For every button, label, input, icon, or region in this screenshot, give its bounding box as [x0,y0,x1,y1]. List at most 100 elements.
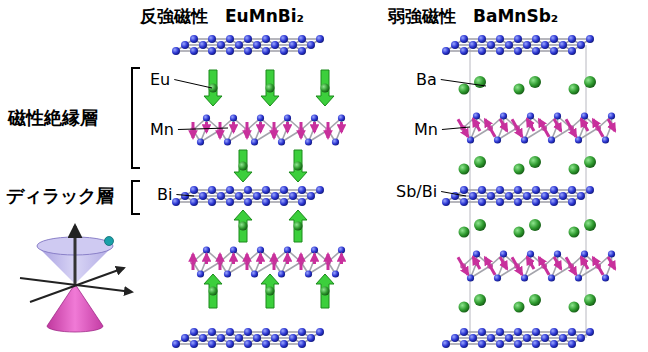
eu-spin [234,210,252,242]
pnictogen-atom [305,270,312,277]
pnictogen-atom [235,192,243,200]
eu-atom [321,84,330,93]
pnictogen-atom [496,328,504,336]
pnictogen-atom [278,138,285,145]
pnictogen-atom [514,328,522,336]
pnictogen-atom [541,41,549,49]
pnictogen-atom [172,340,180,348]
eu-spin-arrow [204,274,222,308]
mn-layer [190,114,345,145]
pnictogen-atom [548,274,555,281]
pnictogen-atom [586,35,594,43]
layer-label: 磁性絶縁層 [8,107,98,128]
pnictogen-atom [523,41,531,49]
pnictogen-atom [235,334,243,342]
mn-spin [485,257,495,274]
ba-row [459,219,597,238]
atom-label: Mn [414,120,438,139]
pnictogen-atom [230,246,237,253]
layer-brackets [132,68,140,214]
pnictogen-atom [253,334,261,342]
pnictogen-atom [494,274,501,281]
label-slot: Bi [157,185,172,204]
ba-atom [529,156,541,168]
pnictogen-atom [469,41,477,49]
pnictogen-atom [451,41,459,49]
pnictogen-atom [181,192,189,200]
pnictogen-atom [208,186,216,194]
eu-atom [239,222,248,231]
pnictogen-atom [190,47,198,55]
pnictogen-atom [496,198,504,206]
ba-atom [584,76,596,88]
label-slot: ディラック層 [6,185,114,207]
mn-spin [313,122,316,132]
pnictogen-atom [494,136,501,143]
pnictogen-atom [532,47,540,55]
pnictogen-atom [550,340,558,348]
atom-label: Bi [157,185,172,204]
pnictogen-atom [568,47,576,55]
eu-spin-arrow [261,70,279,106]
eu-spin-arrow [204,70,222,106]
pnictogen-atom [172,47,180,55]
ba-atom [584,219,596,231]
pnictogen-atom [532,35,540,43]
pnictogen-atom [280,35,288,43]
ba-atom [459,302,470,313]
pnictogen-atom [244,35,252,43]
pnictogen-atom [568,35,576,43]
ba-atom [474,219,486,231]
mn-spin [205,122,208,132]
ba-atom [529,294,541,306]
eu-spin-arrow [234,150,252,182]
pnictogen-atom [532,198,540,206]
pnictogen-atom [478,35,486,43]
pnictogen-atom [226,186,234,194]
pnictogen-atom [289,41,297,49]
mn-spin [566,119,576,136]
pnictogen-atom [467,274,474,281]
mn-spin [286,122,289,132]
pnictogen-atom [467,136,474,143]
pnictogen-atom [280,198,288,206]
pnictogen-atom [217,192,225,200]
pnictogen-atom [514,186,522,194]
pnictogen-atom [316,186,324,194]
pnictogen-atom [550,35,558,43]
pnictogen-atom [197,138,204,145]
leader-line [176,195,194,197]
pnictogen-atom [217,334,225,342]
eu-spin [316,274,334,308]
eu-atom [294,222,303,231]
bracket [132,181,140,214]
pnictogen-atom [278,270,285,277]
pnictogen-atom [244,186,252,194]
mn-spin [539,257,549,274]
eu-spin [316,70,334,106]
pnictogen-atom [442,340,450,348]
pnictogen-atom [262,340,270,348]
pnictogen-atom [271,334,279,342]
pnictogen-atom [190,198,198,206]
pnictogen-atom [298,47,306,55]
pnictogen-atom [550,47,558,55]
structure-title: 反強磁性 EuMnBi₂ [140,6,304,26]
pnictogen-atom [478,47,486,55]
mn-spin [300,122,303,138]
ba-atom [514,227,525,238]
pnictogen-atom [532,186,540,194]
ba-atom [529,219,541,231]
mn-spin [593,257,603,274]
pnictogen-atom [568,328,576,336]
pnictogen-atom [244,328,252,336]
eu-atom [266,84,275,93]
mn-spin [500,119,507,131]
cell-edge [470,45,471,338]
pnictogen-atom [253,192,261,200]
pnictogen-atom [514,198,522,206]
mn-spin [232,254,235,264]
mn-spin [512,119,522,136]
spin-axis [74,226,77,284]
